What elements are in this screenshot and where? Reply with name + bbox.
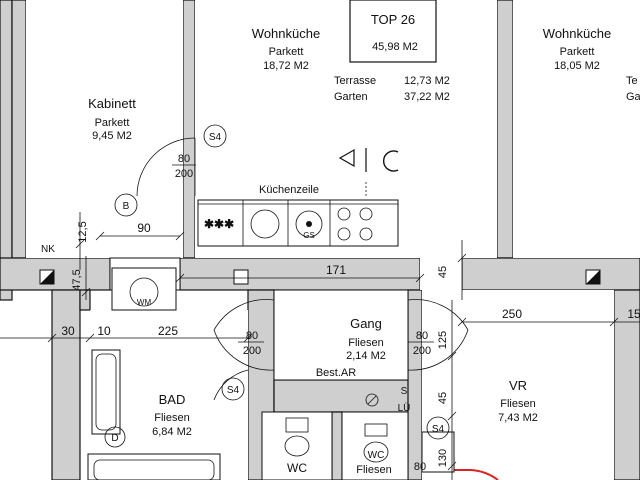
symbols xyxy=(104,124,450,448)
dim-125: 125 xyxy=(437,331,449,349)
room-area-kabinett: 9,45 M2 xyxy=(92,130,132,142)
dim-130: 130 xyxy=(437,449,449,467)
room-floor-wohnkueche-left: Parkett xyxy=(269,46,304,58)
bath-fixtures xyxy=(87,267,455,480)
room-area-gang: 2,14 M2 xyxy=(346,350,386,362)
text-labels: TOP 26 45,98 M2 Wohnküche Parkett 18,72 … xyxy=(41,12,640,476)
dim-250: 250 xyxy=(502,307,522,321)
d-label: D xyxy=(111,433,118,444)
wc-floor: Fliesen xyxy=(356,464,391,476)
partial-label-ga: Ga xyxy=(626,91,640,103)
dim-gang-right-door-width: 80 xyxy=(416,330,428,342)
wc-label-right: WC xyxy=(368,450,385,461)
dim-225: 225 xyxy=(158,324,178,338)
room-name-wohnkueche-left: Wohnküche xyxy=(252,26,320,41)
terrace-area: 12,73 M2 xyxy=(404,75,450,87)
d-symbol xyxy=(104,426,126,448)
room-floor-vr: Fliesen xyxy=(500,398,535,410)
dim-45-vr: 45 xyxy=(437,392,449,404)
dim-45-top: 45 xyxy=(437,266,449,278)
dim-47-5: 47,5 xyxy=(71,269,83,290)
best-ar-label: Best.AR xyxy=(316,367,356,379)
room-area-wohnkueche-right: 18,05 M2 xyxy=(554,60,600,72)
s4-label-vr: S4 xyxy=(432,424,445,435)
dim-kabinett-door-width: 80 xyxy=(178,153,190,165)
partial-label-te: Te xyxy=(626,75,638,87)
wm-label: WM xyxy=(137,298,152,307)
room-floor-bad: Fliesen xyxy=(154,412,189,424)
wc-label-left: WC xyxy=(287,461,307,475)
room-floor-wohnkueche-right: Parkett xyxy=(560,46,595,58)
dim-10: 10 xyxy=(97,324,111,338)
dim-15: 15 xyxy=(627,307,640,321)
room-name-kabinett: Kabinett xyxy=(88,96,136,111)
room-name-gang: Gang xyxy=(350,316,382,331)
garden-label: Garten xyxy=(334,91,368,103)
room-area-bad: 6,84 M2 xyxy=(152,426,192,438)
dimension-lines xyxy=(0,212,640,480)
s4-symbol-bad xyxy=(221,377,245,401)
room-area-wohnkueche-left: 18,72 M2 xyxy=(263,60,309,72)
dim-kabinett-door-height: 200 xyxy=(175,168,193,180)
dim-gang-left-door-height: 200 xyxy=(243,345,261,357)
s4-symbol-vr xyxy=(426,416,450,440)
orientation-symbols xyxy=(338,148,399,196)
room-name-vr: VR xyxy=(509,378,527,393)
kuechenzeile-label: Küchenzeile xyxy=(259,184,319,196)
lue-label: LÜ xyxy=(398,402,411,414)
dim-vr-door-width: 80 xyxy=(414,461,426,473)
s4-label-top: S4 xyxy=(209,132,222,143)
dim-gang-right-door-height: 200 xyxy=(413,345,431,357)
kitchen-counter: ✱✱✱ xyxy=(197,199,399,247)
gs-label: GS xyxy=(303,231,315,240)
vent-symbol xyxy=(365,393,379,407)
terrace-label: Terrasse xyxy=(334,75,376,87)
b-label: B xyxy=(123,201,130,212)
svg-text:✱✱✱: ✱✱✱ xyxy=(204,217,234,231)
s4-label-bad: S4 xyxy=(227,385,240,396)
unit-area: 45,98 M2 xyxy=(372,41,418,53)
dim-90: 90 xyxy=(137,221,151,235)
room-floor-gang: Fliesen xyxy=(348,337,383,349)
dim-gang-left-door-width: 80 xyxy=(246,330,258,342)
s-label: S xyxy=(401,386,408,397)
room-area-vr: 7,43 M2 xyxy=(498,412,538,424)
dim-12-5: 12,5 xyxy=(77,221,89,242)
unit-name: TOP 26 xyxy=(371,12,415,27)
unit-label-box xyxy=(349,0,437,63)
nk-label: NK xyxy=(41,244,55,255)
dim-171: 171 xyxy=(326,263,346,277)
room-name-bad: BAD xyxy=(159,392,186,407)
s4-symbol-top xyxy=(203,124,227,148)
dim-30: 30 xyxy=(61,324,75,338)
room-floor-kabinett: Parkett xyxy=(95,117,130,129)
b-symbol xyxy=(114,193,138,217)
room-name-wohnkueche-right: Wohnküche xyxy=(543,26,611,41)
shafts xyxy=(39,269,601,285)
garden-area: 37,22 M2 xyxy=(404,91,450,103)
